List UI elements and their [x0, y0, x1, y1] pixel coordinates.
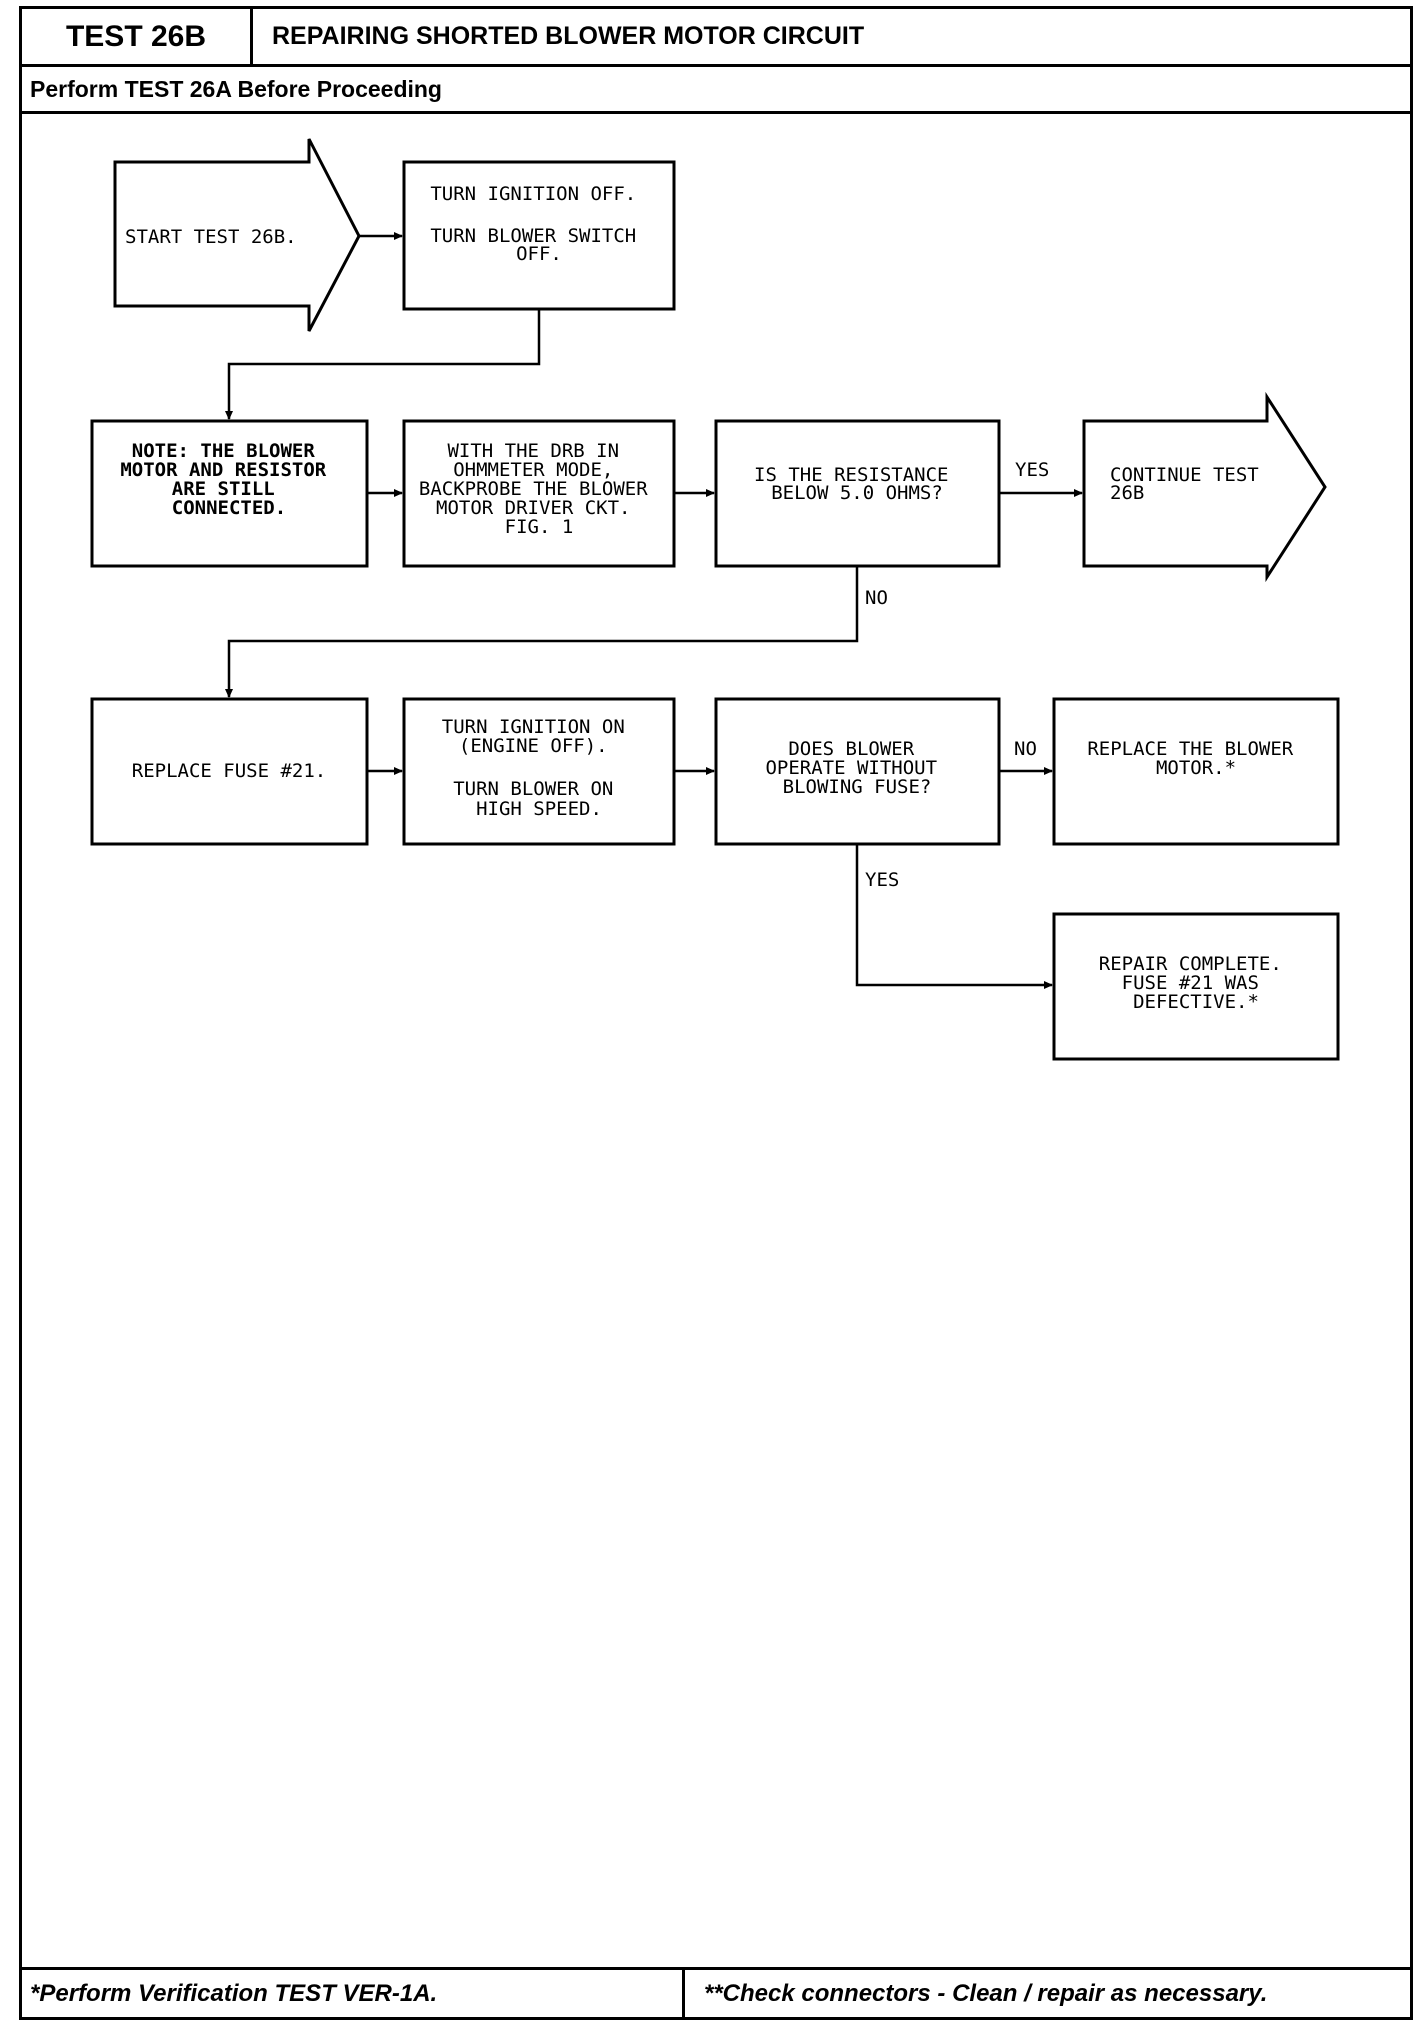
replace-fuse-text: REPLACE FUSE #21.	[132, 760, 326, 782]
yes-label: YES	[1015, 459, 1049, 481]
page-title: REPAIRING SHORTED BLOWER MOTOR CIRCUIT	[272, 22, 865, 50]
note-box: NOTE: THE BLOWER MOTOR AND RESISTOR ARE …	[90, 419, 369, 568]
continue-test-arrow-shape: CONTINUE TEST 26B	[1082, 391, 1327, 583]
repair-complete-box: REPAIR COMPLETE. FUSE #21 WAS DEFECTIVE.…	[1052, 912, 1340, 1061]
arrow-no-replace-fuse	[225, 566, 859, 698]
connectors	[225, 232, 1083, 989]
yes-label: YES	[865, 869, 899, 891]
no-label: NO	[1014, 738, 1037, 760]
drb-ohmmeter-box: WITH THE DRB IN OHMMETER MODE, BACKPROBE…	[402, 419, 676, 568]
continue-test-text: CONTINUE TEST 26B	[1110, 464, 1270, 504]
footnote-verification: *Perform Verification TEST VER-1A.	[22, 1970, 685, 2017]
no-label: NO	[865, 587, 888, 609]
replace-motor-box: REPLACE THE BLOWER MOTOR.*	[1052, 697, 1340, 846]
header: TEST 26B REPAIRING SHORTED BLOWER MOTOR …	[22, 9, 1410, 67]
flowchart: START TEST 26B. TURN IGNITION OFF. TURN …	[90, 138, 1340, 1061]
test-id: TEST 26B	[22, 9, 253, 64]
drb-ohmmeter-text: WITH THE DRB IN OHMMETER MODE, BACKPROBE…	[419, 440, 659, 538]
repair-complete-text: REPAIR COMPLETE. FUSE #21 WAS DEFECTIVE.…	[1099, 953, 1293, 1013]
blower-question-box: DOES BLOWER OPERATE WITHOUT BLOWING FUSE…	[714, 697, 1001, 846]
ignition-on-box: TURN IGNITION ON (ENGINE OFF). TURN BLOW…	[402, 697, 676, 846]
footer: *Perform Verification TEST VER-1A. **Che…	[22, 1967, 1410, 2017]
resistance-question-box: IS THE RESISTANCE BELOW 5.0 OHMS?	[714, 419, 1001, 568]
ignition-off-box: TURN IGNITION OFF. TURN BLOWER SWITCH OF…	[402, 160, 676, 311]
test-procedure-page: TEST 26B REPAIRING SHORTED BLOWER MOTOR …	[19, 6, 1413, 2020]
start-label: START TEST 26B.	[125, 226, 297, 248]
ignition-on-text: TURN IGNITION ON (ENGINE OFF). TURN BLOW…	[442, 716, 636, 820]
arrow-ignition-off-to-note	[225, 309, 541, 420]
prerequisite-note: Perform TEST 26A Before Proceeding	[22, 67, 1410, 114]
resistance-question-text: IS THE RESISTANCE BELOW 5.0 OHMS?	[754, 464, 960, 504]
blower-question-text: DOES BLOWER OPERATE WITHOUT BLOWING FUSE…	[765, 738, 948, 798]
start-arrow-shape: START TEST 26B.	[113, 138, 361, 332]
ignition-off-text: TURN IGNITION OFF. TURN BLOWER SWITCH OF…	[430, 183, 647, 265]
footnote-connectors: **Check connectors - Clean / repair as n…	[704, 1979, 1268, 2007]
replace-fuse-box: REPLACE FUSE #21.	[90, 697, 369, 846]
note-text: NOTE: THE BLOWER MOTOR AND RESISTOR ARE …	[120, 440, 337, 519]
arrow-yes-repair-complete	[855, 844, 1053, 989]
replace-motor-text: REPLACE THE BLOWER MOTOR.*	[1087, 738, 1304, 779]
